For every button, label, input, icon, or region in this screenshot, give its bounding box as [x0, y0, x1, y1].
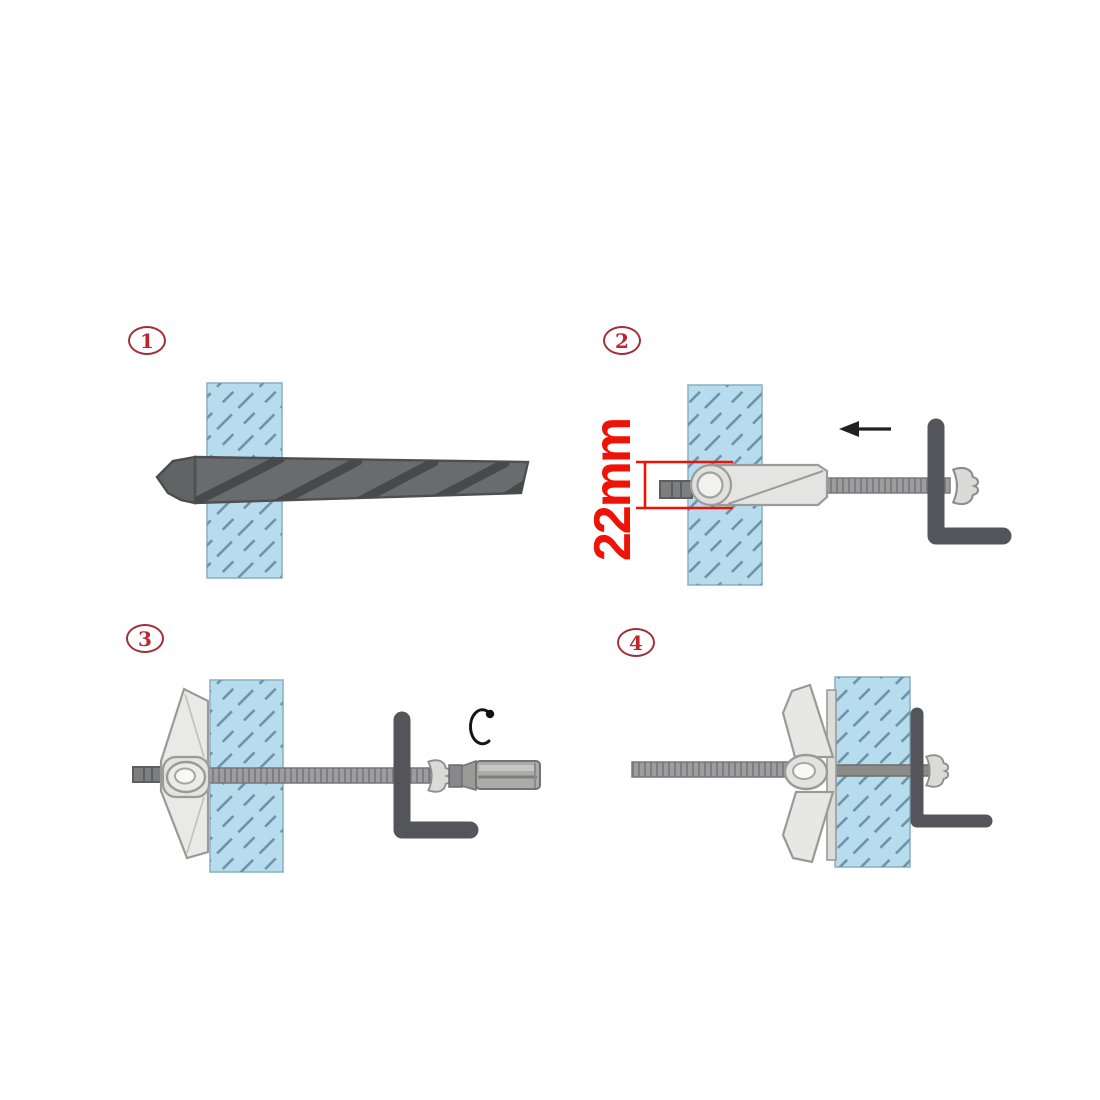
step-4-figure: [631, 676, 993, 868]
step-1-badge: 1: [128, 326, 166, 355]
rotate-icon: [468, 708, 495, 746]
dimension-lines: [636, 460, 733, 510]
drill-bit: [155, 455, 530, 505]
arrow-left-icon: [839, 421, 891, 437]
l-bracket: [910, 707, 993, 828]
step-3-badge: 3: [126, 624, 164, 653]
wing-nut: [952, 466, 980, 506]
step-2-figure: [636, 384, 1012, 586]
toggle-anchor-flat: [781, 683, 837, 864]
pivot-hole: [174, 767, 196, 785]
wing-nut: [427, 759, 452, 793]
step-2-badge: 2: [603, 326, 641, 355]
screwdriver-bit: [448, 759, 541, 791]
step-1-figure: [155, 382, 530, 579]
pivot-hole: [792, 762, 816, 780]
wing-nut: [925, 754, 950, 788]
toggle-anchor-open: [159, 687, 211, 860]
dimension-label: 22mm: [584, 418, 642, 562]
l-bracket: [927, 418, 1012, 545]
anchor-bolt: [631, 761, 809, 778]
l-bracket: [393, 711, 479, 839]
toggle-anchor-folded: [689, 463, 829, 507]
pivot-hole: [696, 471, 724, 499]
step-4-badge: 4: [617, 628, 655, 657]
drill-tip: [155, 455, 197, 505]
step-3-figure: [132, 679, 541, 873]
bolt-tip: [132, 766, 162, 783]
bolt-tip: [659, 480, 693, 499]
drill-flutes: [195, 457, 528, 503]
